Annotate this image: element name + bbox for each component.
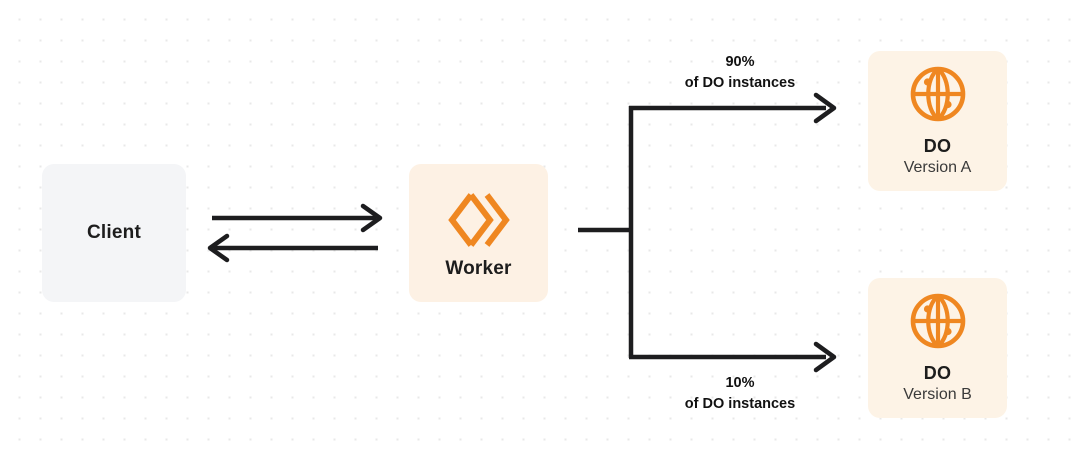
node-do-version-b[interactable]: DO Version B [868, 278, 1007, 418]
edge-label-do-b-percent: 10% [725, 375, 755, 391]
node-do-b-label: DO [923, 363, 952, 383]
node-do-a-text: DO Version A [904, 136, 972, 177]
edge-label-do-a: 90% of DO instances [640, 52, 840, 94]
node-do-a-label: DO [923, 136, 952, 156]
edge-worker-to-client [207, 233, 378, 263]
node-do-a-sublabel: Version A [903, 159, 972, 176]
edge-label-do-b-caption: of DO instances [684, 396, 796, 413]
node-do-b-sublabel: Version B [903, 386, 972, 403]
globe-icon [909, 292, 967, 355]
node-worker-label: Worker [445, 258, 512, 279]
edge-label-do-b: 10% of DO instances [640, 373, 840, 415]
node-do-version-a[interactable]: DO Version A [868, 51, 1007, 191]
edge-worker-to-do-b [629, 341, 837, 373]
node-do-b-text: DO Version B [903, 363, 971, 404]
node-client-label: Client [87, 222, 141, 243]
node-worker[interactable]: Worker [409, 164, 548, 302]
edge-worker-to-do-a [629, 92, 837, 124]
edge-label-do-a-percent: 90% [725, 54, 755, 70]
globe-icon [909, 65, 967, 128]
cloudflare-workers-icon [447, 191, 510, 254]
edge-label-do-a-caption: of DO instances [684, 75, 796, 92]
node-client[interactable]: Client [42, 164, 186, 302]
node-worker-label-wrap: Worker [445, 258, 511, 280]
edge-client-to-worker [212, 203, 383, 233]
